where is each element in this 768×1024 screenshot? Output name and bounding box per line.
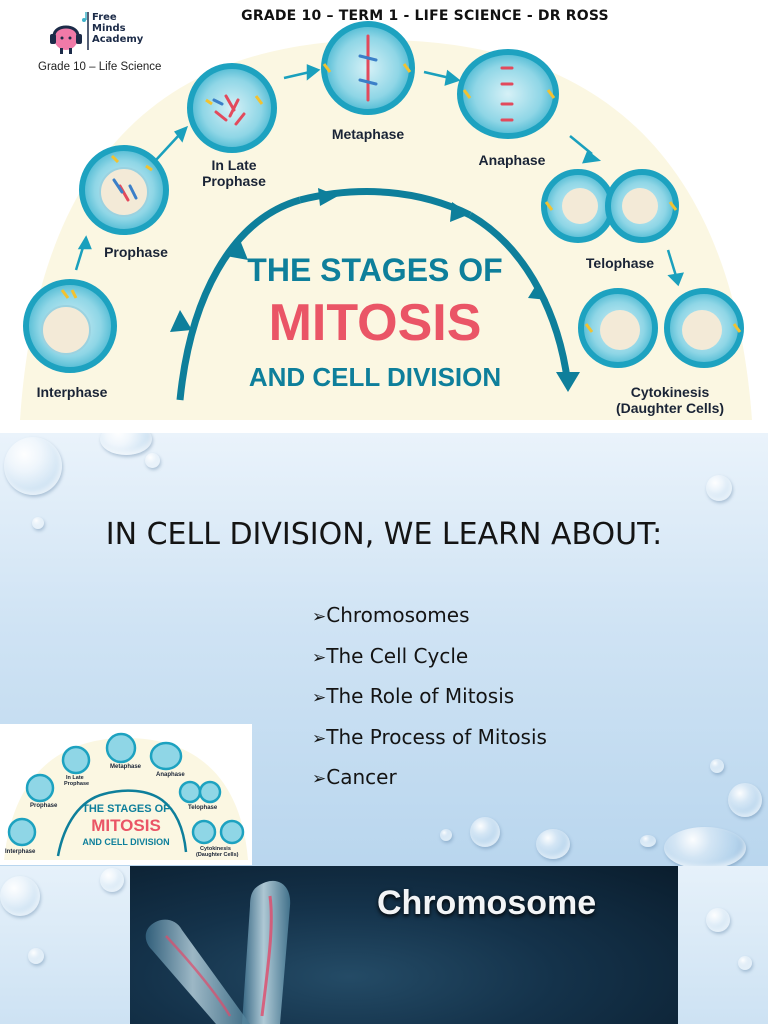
diagram-title-line2: MITOSIS [268, 294, 482, 352]
thumb-label: Prophase [64, 781, 90, 787]
cell-cytokinesis [578, 288, 744, 368]
cell-interphase [23, 279, 117, 373]
water-drop [640, 835, 656, 847]
thumb-label: Cytokinesis [200, 846, 231, 852]
diagram-title-line1: THE STAGES OF [247, 252, 503, 288]
thumb-label: (Daughter Cells) [196, 852, 239, 858]
label-interphase: Interphase [36, 384, 108, 400]
cell-anaphase [457, 49, 559, 139]
arrow-bullet-icon: ➢ [312, 688, 327, 708]
thumb-title-line2: MITOSIS [91, 816, 161, 835]
logo-brain-icon [50, 12, 87, 54]
arrow-bullet-icon: ➢ [312, 769, 327, 789]
chromosome-icon [145, 880, 291, 1024]
thumb-title-line3: AND CELL DIVISION [82, 837, 170, 847]
list-item: ➢The Process of Mitosis [312, 724, 547, 749]
water-drop [440, 829, 452, 841]
slide-mitosis-stages: Free Minds Academy GRADE 10 – TERM 1 - L… [0, 0, 768, 433]
water-drop [710, 759, 724, 773]
list-item: ➢The Role of Mitosis [312, 684, 515, 708]
water-drop [0, 876, 40, 916]
inner-arc [176, 196, 301, 401]
arrow-bullet-icon: ➢ [312, 728, 327, 749]
water-drop [728, 783, 762, 817]
water-drop [536, 829, 570, 859]
water-drop [145, 453, 160, 468]
thumb-label: Prophase [30, 803, 58, 809]
arrow-bullet-icon: ➢ [312, 647, 327, 668]
diagram-title-line3: AND CELL DIVISION [248, 362, 502, 392]
label-metaphase: Metaphase [331, 126, 405, 142]
label-late-prophase: In Late Prophase [202, 157, 266, 189]
list-item: ➢Cancer [312, 765, 397, 789]
topic-list: ➢Chromosomes ➢The Cell Cycle ➢The Role o… [312, 601, 547, 804]
water-drop [706, 475, 732, 501]
chromosome-image: Chromosome [130, 866, 678, 1024]
thumb-label: Anaphase [156, 772, 185, 778]
water-drop [4, 437, 62, 495]
water-drop [470, 817, 500, 847]
thumb-label: Metaphase [110, 764, 142, 770]
thumb-label: Interphase [5, 849, 36, 855]
slide-subheader: Grade 10 – Life Science [38, 61, 162, 73]
slide-cell-division-topics: IN CELL DIVISION, WE LEARN ABOUT: ➢Chrom… [0, 433, 768, 866]
water-drop [706, 908, 730, 932]
water-drop [664, 827, 746, 866]
cell-telophase [541, 169, 679, 243]
label-prophase: Prophase [104, 244, 168, 260]
label-anaphase: Anaphase [478, 152, 546, 168]
chromosome-title: Chromosome [377, 884, 597, 922]
thumb-label: Telophase [188, 805, 218, 811]
arrow-bullet-icon: ➢ [312, 607, 327, 627]
list-item: ➢Chromosomes [312, 603, 470, 627]
label-telophase: Telophase [585, 255, 655, 271]
label-cytokinesis: Cytokinesis (Daughter Cells) [615, 384, 725, 416]
mitosis-diagram [20, 12, 752, 420]
thumb-title-line1: THE STAGES OF [82, 803, 170, 815]
water-drop [738, 956, 752, 970]
water-drop [100, 868, 124, 892]
water-drop [100, 433, 152, 455]
arc-arrowhead [170, 310, 192, 332]
slide-chromosome: Chromosome [0, 866, 768, 1024]
water-drop [32, 517, 44, 529]
list-item: ➢The Cell Cycle [312, 643, 469, 668]
slide-header: GRADE 10 – TERM 1 - LIFE SCIENCE - DR RO… [241, 8, 609, 24]
water-drop [28, 948, 44, 964]
slide-title: IN CELL DIVISION, WE LEARN ABOUT: [105, 517, 663, 552]
thumb-label: In Late [66, 775, 84, 781]
logo-text: Free Minds Academy [92, 12, 144, 45]
mitosis-thumbnail: Interphase Prophase In Late Prophase Met… [0, 724, 252, 865]
